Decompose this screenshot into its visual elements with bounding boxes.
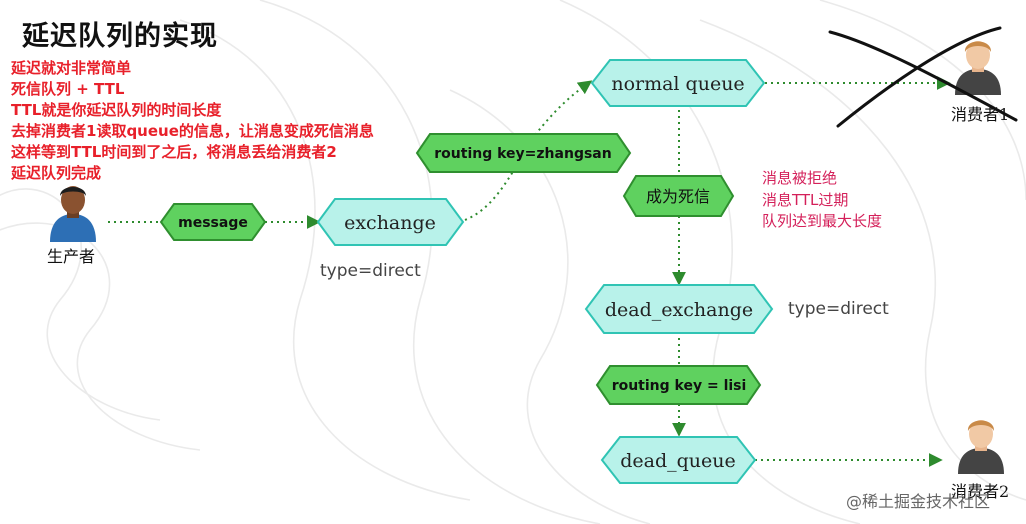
node-dead-exchange: dead_exchange (584, 284, 774, 334)
tag-dead-letter: 成为死信 (622, 175, 735, 217)
page-title: 延迟队列的实现 (22, 21, 218, 52)
exchange-type-label: type=direct (320, 261, 421, 281)
tag-routing-key-zhangsan-label: routing key=zhangsan (434, 146, 611, 162)
note-line: 延迟队列完成 (11, 164, 102, 182)
tag-routing-key-lisi-label: routing key = lisi (612, 378, 747, 394)
dead-exchange-type-label: type=direct (788, 299, 889, 319)
note-line: TTL就是你延迟队列的时间长度 (11, 101, 222, 119)
tag-routing-key-lisi: routing key = lisi (595, 365, 762, 405)
consumer1-cross-mark-icon (828, 26, 1018, 128)
producer-label: 生产者 (47, 247, 96, 266)
connectors (108, 76, 951, 467)
note-line: 死信队列 + TTL (11, 80, 125, 98)
edge-exchange-routing (464, 159, 521, 221)
consumer2-avatar-icon (958, 420, 1004, 474)
producer-avatar-icon (50, 186, 96, 242)
node-normal-queue-label: normal queue (611, 73, 744, 95)
watermark: @稀土掘金技术社区 (846, 492, 991, 511)
node-dead-queue-label: dead_queue (620, 450, 736, 472)
note-line: 去掉消费者1读取queue的信息，让消息变成死信消息 (11, 122, 374, 140)
consumer1-label: 消费者1 (951, 105, 1010, 124)
dead-letter-reasons: 消息被拒绝 消息TTL过期 队列达到最大长度 (762, 168, 882, 233)
node-dead-exchange-label: dead_exchange (605, 299, 753, 321)
consumer1-avatar-icon (955, 41, 1001, 95)
node-normal-queue: normal queue (590, 59, 766, 107)
tag-message: message (159, 203, 267, 241)
tag-routing-key-zhangsan: routing key=zhangsan (415, 133, 632, 173)
node-dead-queue: dead_queue (600, 436, 757, 484)
node-exchange-label: exchange (344, 212, 436, 234)
tag-dead-letter-label: 成为死信 (646, 187, 710, 206)
edge-routing-normal (534, 80, 593, 136)
explanation-notes: 延迟就对非常简单 死信队列 + TTL TTL就是你延迟队列的时间长度 去掉消费… (11, 58, 374, 184)
note-line: 延迟就对非常简单 (11, 59, 132, 77)
node-exchange: exchange (316, 198, 465, 246)
reason-item: 消息被拒绝 (762, 169, 838, 187)
consumer2-label: 消费者2 (951, 482, 1010, 501)
reason-item: 消息TTL过期 (762, 190, 849, 209)
note-line: 这样等到TTL时间到了之后，将消息丢给消费者2 (11, 143, 337, 161)
tag-message-label: message (178, 215, 248, 231)
reason-item: 队列达到最大长度 (762, 212, 883, 230)
